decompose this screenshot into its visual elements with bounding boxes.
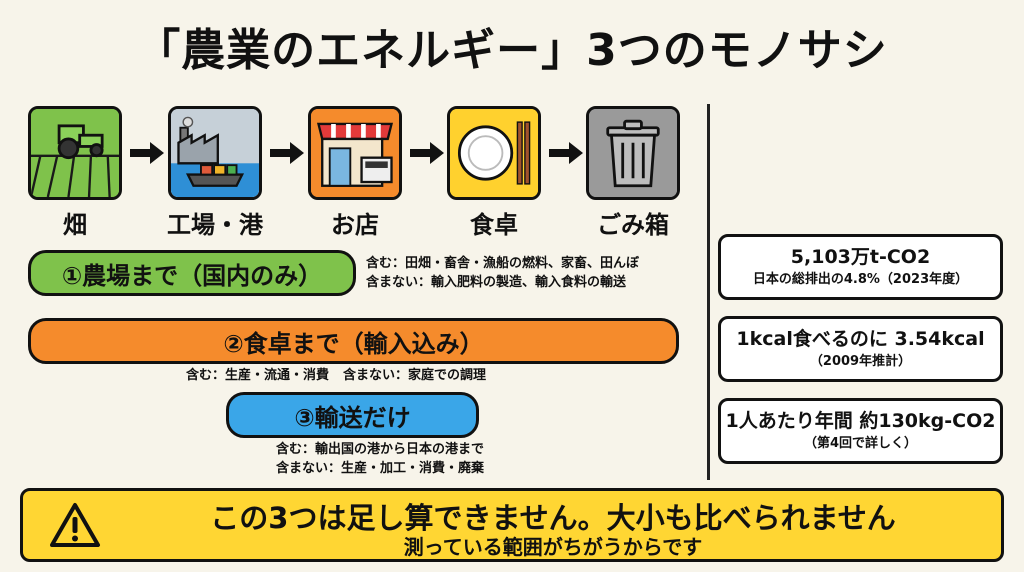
stage-trash — [586, 106, 680, 200]
scope-excludes: 含まない：生産・加工・消費・廃棄 — [276, 461, 485, 476]
stage-farm — [28, 106, 122, 200]
stat-card-energy-ratio: 1kcal食べるのに 3.54kcal （2009年推計） — [718, 316, 1003, 382]
warning-sub-text: 測っている範囲がちがうからです — [403, 535, 703, 559]
stat-card-per-capita: 1人あたり年間 約130kg-CO2 （第4回で詳しく） — [718, 398, 1003, 464]
scope-excludes: 含まない：家庭での調理 — [343, 368, 487, 383]
trash-can-icon — [589, 109, 677, 197]
stat-main: 5,103万t-CO2 — [790, 246, 931, 268]
stat-main: 1kcal食べるのに 3.54kcal — [736, 328, 985, 350]
farm-tractor-icon — [31, 109, 119, 197]
stat-main: 1人あたり年間 約130kg-CO2 — [725, 410, 996, 432]
arrow-right-icon — [130, 142, 164, 164]
section-divider — [707, 104, 710, 480]
stage-label-farm: 畑 — [63, 211, 87, 239]
scope-includes: 含む：生産・流通・消費 — [186, 368, 330, 383]
scope-transport-only: ③輸送だけ — [226, 392, 479, 438]
scope-farm-only: ①農場まで（国内のみ） — [28, 250, 356, 296]
stage-label-dining: 食卓 — [470, 211, 518, 239]
scope-label: ①農場まで（国内のみ） — [61, 261, 323, 290]
stage-label-trash: ごみ箱 — [597, 211, 669, 239]
warning-main-text: この3つは足し算できません。大小も比べられません — [210, 501, 896, 535]
factory-port-icon — [171, 109, 259, 197]
stat-sub: （2009年推計） — [809, 354, 912, 369]
stage-factory-port — [168, 106, 262, 200]
arrow-right-icon — [410, 142, 444, 164]
stage-dining — [447, 106, 541, 200]
store-icon — [311, 109, 399, 197]
arrow-right-icon — [270, 142, 304, 164]
scope-farm-notes: 含む：田畑・畜舎・漁船の燃料、家畜、田んぼ 含まない：輸入肥料の製造、輸入食料の… — [366, 254, 639, 292]
stage-label-store: お店 — [331, 211, 379, 239]
arrow-right-icon — [549, 142, 583, 164]
scope-table-notes: 含む：生産・流通・消費含まない：家庭での調理 — [186, 366, 486, 385]
warning-banner: この3つは足し算できません。大小も比べられません 測っている範囲がちがうからです — [20, 488, 1004, 562]
stat-sub: 日本の総排出の4.8%（2023年度） — [752, 272, 969, 287]
scope-includes: 含む：輸出国の港から日本の港まで — [276, 442, 485, 457]
scope-to-table: ②食卓まで（輸入込み） — [28, 318, 679, 364]
stage-label-factory-port: 工場・港 — [167, 211, 263, 239]
scope-label: ③輸送だけ — [294, 403, 411, 432]
stage-store — [308, 106, 402, 200]
stat-card-emissions: 5,103万t-CO2 日本の総排出の4.8%（2023年度） — [718, 234, 1003, 300]
stat-sub: （第4回で詳しく） — [803, 436, 918, 451]
scope-label: ②食卓まで（輸入込み） — [223, 329, 484, 358]
warning-triangle-icon — [50, 503, 100, 547]
page-title: 「農業のエネルギー」3つのモノサシ — [136, 25, 888, 76]
scope-transport-notes: 含む：輸出国の港から日本の港まで 含まない：生産・加工・消費・廃棄 — [276, 440, 484, 478]
scope-excludes: 含まない：輸入肥料の製造、輸入食料の輸送 — [366, 275, 627, 290]
dining-plate-icon — [450, 109, 538, 197]
scope-includes: 含む：田畑・畜舎・漁船の燃料、家畜、田んぼ — [366, 256, 640, 271]
